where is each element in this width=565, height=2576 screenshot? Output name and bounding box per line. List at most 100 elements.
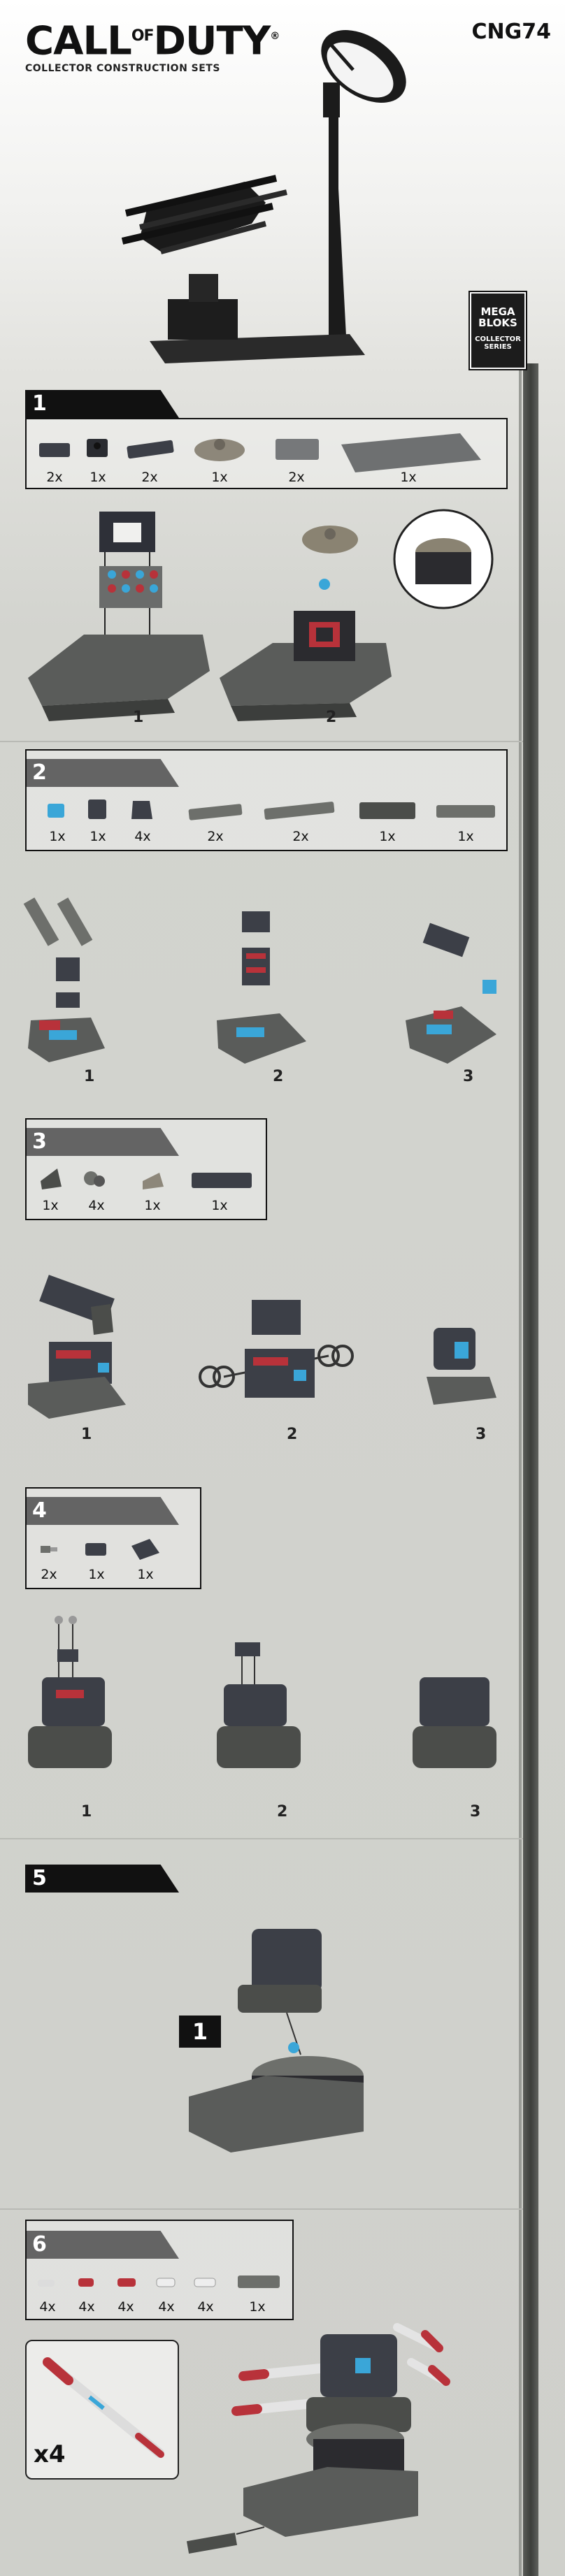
mega-bloks-label: MEGA BLOKS xyxy=(478,305,517,329)
part-qty: 4x xyxy=(78,2299,95,2315)
part-qty: 1x xyxy=(249,2299,266,2315)
step-4-substep-1: 1 xyxy=(81,1803,92,1821)
part-qty: 1x xyxy=(88,1567,105,1582)
step-1-part-1: 2x xyxy=(41,461,69,485)
part-qty: 1x xyxy=(90,829,106,844)
step-4-parts-box: 2x 1x 1x xyxy=(25,1487,201,1589)
part-qty: 4x xyxy=(117,2299,134,2315)
logo-wordmark: CALLOFDUTY® xyxy=(25,17,280,64)
part-qty: 4x xyxy=(158,2299,175,2315)
step-2-substep-3: 3 xyxy=(463,1068,474,1085)
step-2-part-1: 1x xyxy=(43,820,71,844)
step-6-parts-box: 4x 4x 4x 4x 4x 1x xyxy=(25,2220,294,2320)
step-5-assembly-illustration xyxy=(189,1929,364,2152)
hero-launcher xyxy=(140,182,266,252)
logo-word-call: CALL xyxy=(25,18,132,64)
step-4-part-2: 1x xyxy=(83,1558,110,1582)
step-6-part-2: 4x xyxy=(73,2291,101,2315)
step-2-parts-illustrations xyxy=(48,799,495,820)
step-1-part-5: 2x xyxy=(282,461,310,485)
step-2-header: 2 xyxy=(25,759,179,787)
side-rail-edge xyxy=(519,363,522,2576)
logo-subtitle: COLLECTOR CONSTRUCTION SETS xyxy=(25,62,220,74)
step-1-part-4: 1x xyxy=(206,461,234,485)
step-3-part-1: 1x xyxy=(36,1189,64,1213)
step-6-assembly-illustration xyxy=(186,2323,450,2554)
step-2-substep-1: 1 xyxy=(84,1068,95,1085)
step-3-parts-illustrations xyxy=(41,1168,252,1189)
step-3-substep-2: 2 xyxy=(287,1426,298,1443)
part-qty: 4x xyxy=(134,829,151,844)
step-1-assembly-illustration xyxy=(28,509,494,721)
step-6-part-6: 1x xyxy=(243,2291,271,2315)
part-qty: 1x xyxy=(457,829,474,844)
mega-bloks-collector-badge: MEGA BLOKS COLLECTOR SERIES xyxy=(469,291,527,370)
hero-turret-base xyxy=(168,299,238,340)
step-2-part-3: 4x xyxy=(129,820,157,844)
step-4-header: 4 xyxy=(25,1497,179,1525)
step-4-substep-3: 3 xyxy=(470,1803,481,1821)
section-divider xyxy=(0,1838,523,1839)
step-4-parts-illustrations xyxy=(41,1539,159,1560)
hero-model-illustration xyxy=(121,29,406,363)
step-4-assembly-illustration xyxy=(28,1616,496,1768)
step-5-header: 5 xyxy=(25,1865,179,1893)
logo-word-of: OF xyxy=(131,27,155,45)
step-1-parts-illustrations xyxy=(39,433,481,472)
step-4-part-1: 2x xyxy=(35,1558,63,1582)
logo-word-duty: DUTY xyxy=(153,18,271,64)
missile-illustration xyxy=(43,2357,164,2458)
step-2-part-7: 1x xyxy=(452,820,480,844)
step-4-substep-2: 2 xyxy=(277,1803,288,1821)
step-3-parts-box: 1x 4x 1x 1x xyxy=(25,1118,267,1220)
step-2-part-2: 1x xyxy=(84,820,112,844)
missile-quantity: x4 xyxy=(34,2440,66,2468)
step-3-part-4: 1x xyxy=(206,1189,234,1213)
step-3-part-3: 1x xyxy=(138,1189,166,1213)
step-3-header: 3 xyxy=(25,1128,179,1156)
part-qty: 2x xyxy=(207,829,224,844)
logo-registered: ® xyxy=(270,31,280,42)
step-4-part-3: 1x xyxy=(131,1558,159,1582)
part-qty: 1x xyxy=(49,829,66,844)
step-1-substep-2: 2 xyxy=(326,709,337,726)
step-3-part-2: 4x xyxy=(83,1189,110,1213)
part-qty: 1x xyxy=(144,1198,161,1213)
step-2-part-6: 1x xyxy=(373,820,401,844)
section-divider xyxy=(0,2208,523,2210)
part-qty: 4x xyxy=(197,2299,214,2315)
part-qty: 1x xyxy=(42,1198,59,1213)
step-1-part-6: 1x xyxy=(394,461,422,485)
step-6-part-1: 4x xyxy=(34,2291,62,2315)
part-qty: 1x xyxy=(400,470,417,485)
step-5-callout: 1 xyxy=(179,2016,221,2048)
step-2-part-5: 2x xyxy=(287,820,315,844)
part-qty: 4x xyxy=(39,2299,56,2315)
step-1-substep-1: 1 xyxy=(133,709,144,726)
section-divider xyxy=(0,741,523,742)
part-qty: 2x xyxy=(141,470,158,485)
side-rail xyxy=(523,363,538,2576)
step-6-part-5: 4x xyxy=(192,2291,220,2315)
part-qty: 2x xyxy=(288,470,305,485)
step-1-parts-box: 2x 1x 2x 1x 2x 1x xyxy=(25,418,508,489)
part-qty: 1x xyxy=(211,470,228,485)
step-1-header: 1 xyxy=(25,390,179,418)
part-qty: 4x xyxy=(88,1198,105,1213)
call-of-duty-logo: CALLOFDUTY® COLLECTOR CONSTRUCTION SETS xyxy=(25,17,280,74)
step-6-parts-illustrations xyxy=(38,2275,280,2288)
step-2-part-4: 2x xyxy=(201,820,229,844)
step-6-part-3: 4x xyxy=(112,2291,140,2315)
collector-series-label: COLLECTOR SERIES xyxy=(475,335,521,351)
step-3-substep-1: 1 xyxy=(81,1426,92,1443)
part-qty: 2x xyxy=(41,1567,57,1582)
part-qty: 1x xyxy=(211,1198,228,1213)
step-2-substep-2: 2 xyxy=(273,1068,284,1085)
radar-mast xyxy=(329,189,347,349)
missile-subassembly-insert xyxy=(25,2340,179,2480)
step-3-substep-3: 3 xyxy=(475,1426,487,1443)
part-qty: 2x xyxy=(46,470,63,485)
step-2-parts-box: 1x 1x 4x 2x 2x 1x 1x xyxy=(25,749,508,851)
step-3-assembly-illustration xyxy=(28,1275,496,1419)
